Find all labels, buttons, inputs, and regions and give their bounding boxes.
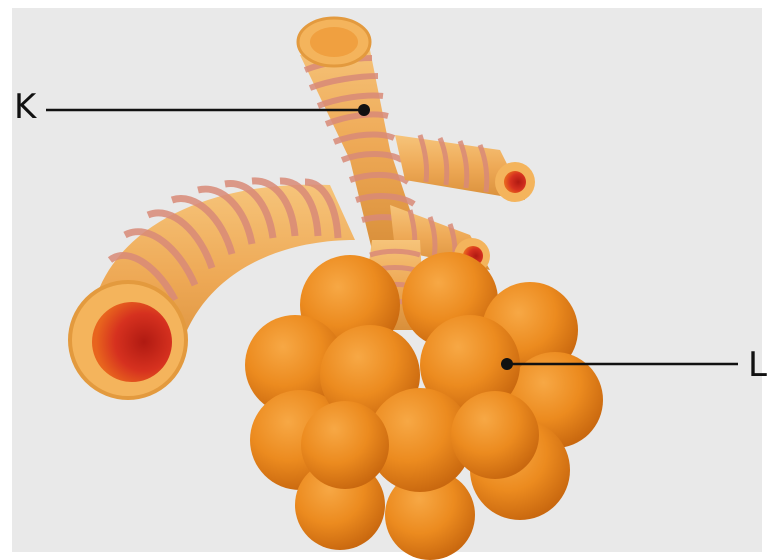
label-l-dot [501, 358, 513, 370]
right-branch-lumen [504, 171, 526, 193]
alveolus [451, 391, 539, 479]
alveolus [301, 401, 389, 489]
upper-bronchiole-lumen [310, 27, 358, 57]
label-k-dot [358, 104, 370, 116]
large-bronchiole-lumen [92, 302, 172, 382]
label-k: K [14, 90, 36, 124]
label-l: L [748, 348, 767, 382]
